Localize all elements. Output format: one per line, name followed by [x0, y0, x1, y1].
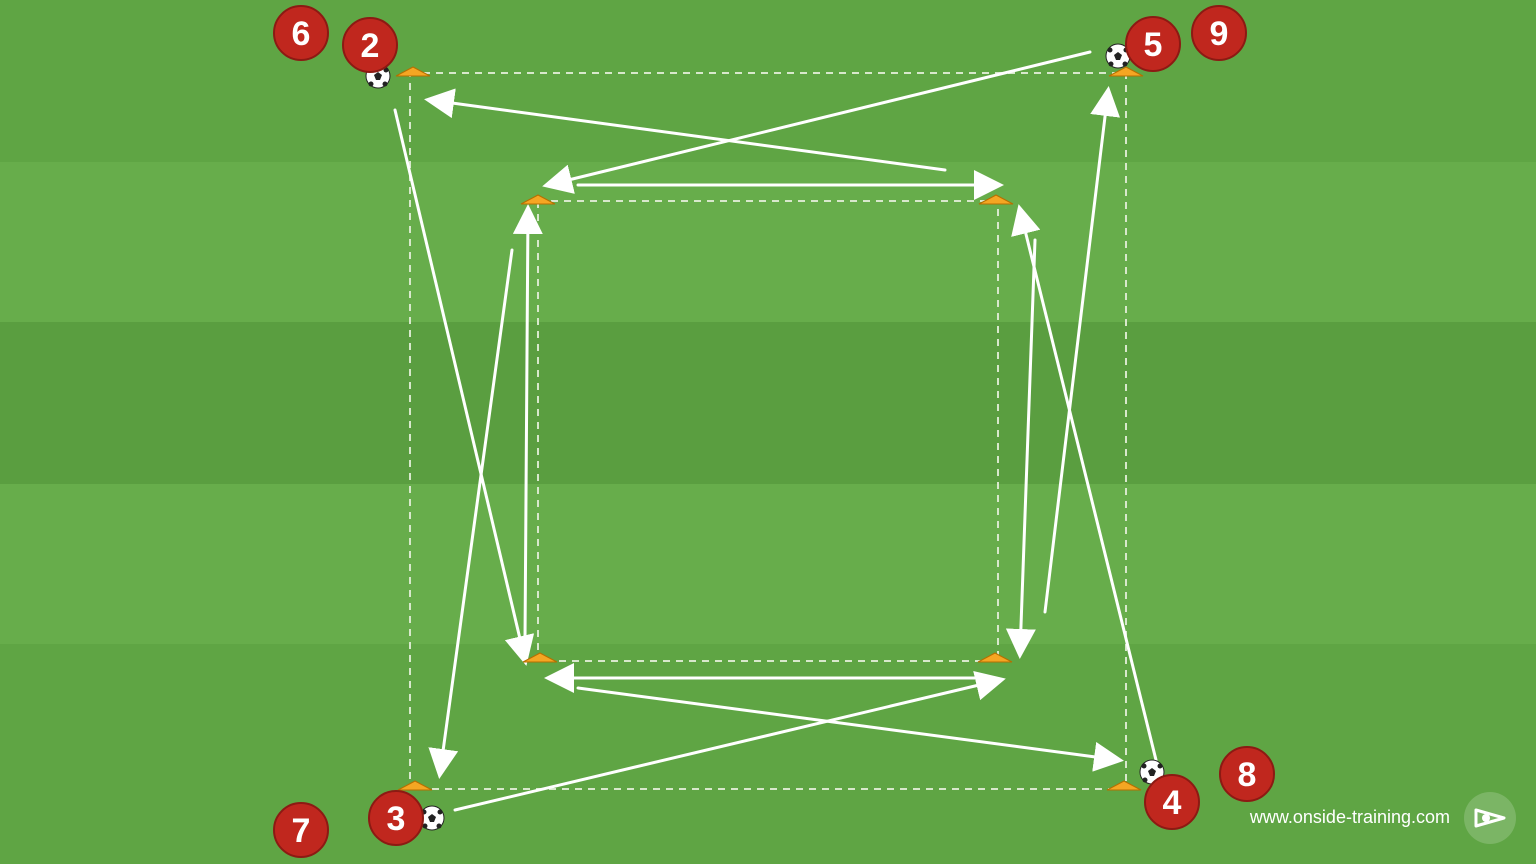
cone-icon — [978, 194, 1014, 205]
pass-arrow — [1005, 238, 1037, 659]
pass-arrows — [393, 50, 1158, 812]
player-number: 4 — [1163, 784, 1182, 822]
pass-arrow — [1011, 204, 1158, 762]
player-marker — [1191, 5, 1247, 61]
player-marker — [1125, 16, 1181, 72]
onside-logo-icon — [1464, 792, 1516, 844]
pass-arrow — [393, 108, 535, 666]
player-3: 3 — [368, 790, 424, 846]
player-marker — [273, 5, 329, 61]
player-7: 7 — [273, 802, 329, 858]
player-number: 8 — [1238, 756, 1257, 794]
pass-arrow — [1043, 86, 1121, 614]
players: 6 2 5 9 7 3 4 8 — [273, 5, 1275, 858]
cones — [395, 66, 1144, 791]
grid-squares — [409, 72, 1127, 790]
cone-icon — [977, 652, 1013, 663]
player-number: 6 — [292, 15, 311, 53]
player-marker — [273, 802, 329, 858]
pitch-stripe — [0, 484, 1536, 644]
cone-icon — [397, 780, 433, 791]
player-8: 8 — [1219, 746, 1275, 802]
player-number: 3 — [387, 800, 406, 838]
player-5: 5 — [1125, 16, 1181, 72]
player-2: 2 — [342, 17, 398, 73]
outer-square — [409, 72, 1127, 790]
player-9: 9 — [1191, 5, 1247, 61]
player-number: 2 — [361, 27, 380, 65]
cone-icon — [1108, 66, 1144, 77]
pass-arrow — [424, 88, 947, 172]
player-marker — [342, 17, 398, 73]
pass-arrow — [453, 670, 1006, 812]
cone-icon — [395, 66, 431, 77]
watermark-text: www.onside-training.com — [1249, 807, 1450, 827]
pass-arrow — [576, 686, 1124, 772]
player-6: 6 — [273, 5, 329, 61]
pass-arrow — [428, 248, 514, 779]
player-number: 9 — [1210, 15, 1229, 53]
inner-square — [537, 200, 999, 662]
player-number: 5 — [1144, 26, 1163, 64]
pass-arrow — [512, 204, 543, 642]
cone-icon — [1106, 780, 1142, 791]
player-marker — [1144, 774, 1200, 830]
soccer-ball-icon — [419, 805, 445, 831]
player-4: 4 — [1144, 774, 1200, 830]
pass-arrow — [542, 50, 1092, 194]
player-number: 7 — [292, 812, 311, 850]
cone-icon — [522, 652, 558, 663]
player-marker — [1219, 746, 1275, 802]
pitch-stripe — [0, 322, 1536, 484]
pitch-stripe — [0, 162, 1536, 322]
player-marker — [368, 790, 424, 846]
cone-icon — [520, 194, 556, 205]
